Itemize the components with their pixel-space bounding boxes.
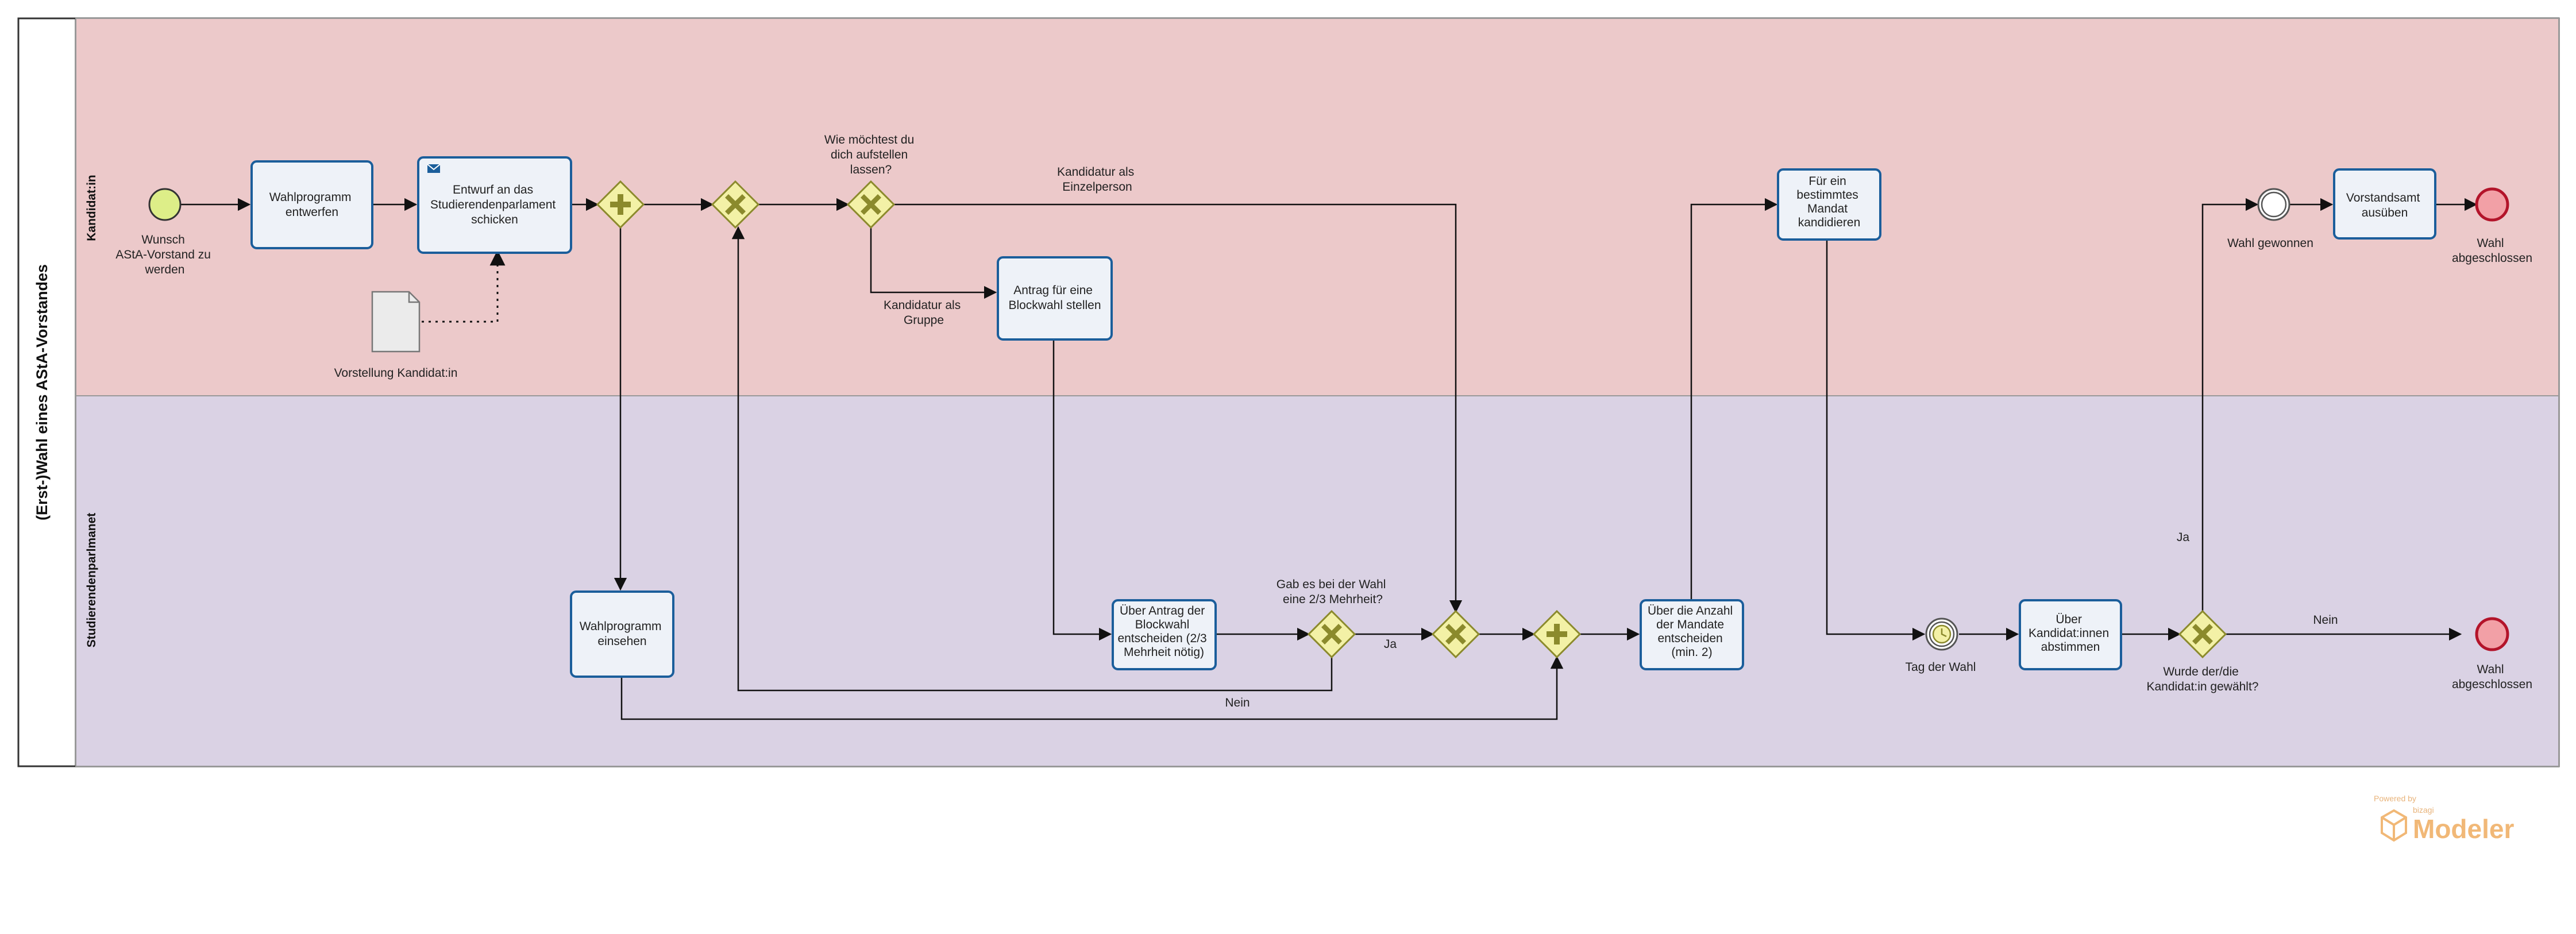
pool-title: (Erst-)Wahl eines AStA-Vorstandes: [33, 264, 51, 520]
gateway-gewaehlt[interactable]: Wurde der/die Kandidat:in gewählt?: [2147, 609, 2259, 693]
x-icon: [725, 194, 746, 215]
x-icon: [1321, 624, 1342, 644]
document-vorstellung[interactable]: Vorstellung Kandidat:in: [334, 291, 458, 380]
plus-icon: [610, 194, 631, 215]
event-wahl-gewonnen[interactable]: Wahl gewonnen: [2227, 188, 2313, 250]
start-event[interactable]: Wunsch AStA-Vorstand zu werden: [115, 188, 214, 276]
gateway-mehrheit-label: Gab es bei der Wahl eine 2/3 Mehrheit?: [1277, 578, 1390, 606]
task-vorstandsamt[interactable]: Vorstandsamt ausüben: [2333, 168, 2436, 240]
gateway-aufstellen-label: Wie möchtest du dich aufstellen lassen?: [824, 133, 917, 176]
cube-logo-icon: [2381, 809, 2407, 842]
document-icon: [371, 291, 421, 353]
task-anzahl-mandate[interactable]: Über die Anzahl der Mandate entscheiden …: [1640, 599, 1744, 670]
svg-text:Für ein bestimmtes: Für ein bestimmtes Mandat kandidieren: [1796, 175, 1861, 229]
bizagi-watermark: Powered by bizagi Modeler: [2371, 792, 2521, 849]
end-event-bottom[interactable]: Wahl abgeschlossen: [2452, 617, 2532, 691]
pool-header: [17, 17, 77, 767]
plus-icon: [1547, 624, 1567, 644]
watermark-powered-by: Powered by: [2374, 794, 2416, 803]
lane-stupa: [75, 395, 2559, 767]
gateway-gewaehlt-label: Wurde der/die Kandidat:in gewählt?: [2147, 665, 2259, 693]
task-abstimmen[interactable]: Über Kandidat:innen abstimmen: [2019, 599, 2122, 670]
event-tag-der-wahl[interactable]: Tag der Wahl: [1906, 617, 1976, 674]
flow-label-einzelperson: Kandidatur als Einzelperson: [1057, 165, 1137, 194]
flow-label-nein-gewaehlt: Nein: [2313, 613, 2338, 627]
sequence-flows: [180, 198, 2478, 720]
x-icon: [2192, 624, 2213, 644]
flow-label-ja-gewaehlt: Ja: [2177, 531, 2190, 544]
end-event-top-label: Wahl abgeschlossen: [2452, 237, 2532, 265]
event-wahl-gewonnen-label: Wahl gewonnen: [2227, 237, 2313, 250]
timer-icon: [1932, 624, 1952, 644]
task-fuer-mandat[interactable]: Für ein bestimmtes Mandat kandidieren: [1777, 168, 1881, 241]
svg-text:Über die Anzahl der Mand: Über die Anzahl der Mandate entscheiden …: [1648, 604, 1736, 659]
gateway-mehrheit[interactable]: Gab es bei der Wahl eine 2/3 Mehrheit?: [1277, 578, 1390, 659]
svg-text:Entwurf an das Studieren: Entwurf an das Studierendenparlament sch…: [430, 183, 559, 226]
task-wahlprogramm-einsehen[interactable]: Wahlprogramm einsehen: [570, 590, 674, 678]
watermark-modeler: Modeler: [2413, 814, 2515, 844]
send-message-icon: [427, 164, 441, 173]
end-event-bottom-label: Wahl abgeschlossen: [2452, 663, 2532, 691]
gateway-parallel-split[interactable]: [596, 180, 645, 229]
document-label: Vorstellung Kandidat:in: [334, 366, 458, 380]
task-ueber-antrag[interactable]: Über Antrag der Blockwahl entscheiden (2…: [1112, 599, 1217, 670]
svg-text:Wahlprogramm entwerfen: Wahlprogramm entwerfen: [269, 191, 355, 219]
svg-text:Antrag für eine Blockwah: Antrag für eine Blockwahl stellen: [1008, 284, 1101, 312]
task-antrag-blockwahl[interactable]: Antrag für eine Blockwahl stellen: [997, 256, 1113, 341]
flow-label-nein-mehrheit: Nein: [1225, 696, 1250, 709]
watermark-brand: bizagi: [2413, 805, 2434, 815]
task-entwurf-schicken[interactable]: Entwurf an das Studierendenparlament sch…: [417, 156, 572, 254]
event-tag-der-wahl-label: Tag der Wahl: [1906, 661, 1976, 674]
gateway-exclusive-merge-bottom[interactable]: [1431, 609, 1480, 659]
x-icon: [1445, 624, 1466, 644]
flow-label-gruppe: Kandidatur als Gruppe: [884, 299, 964, 327]
end-event-top[interactable]: Wahl abgeschlossen: [2452, 187, 2532, 265]
lane-title-kandidat: Kandidat:in: [85, 175, 98, 241]
x-icon: [861, 194, 881, 215]
svg-text:Vorstandsamt ausüben: Vorstandsamt ausüben: [2346, 191, 2423, 219]
flow-label-ja-mehrheit: Ja: [1384, 638, 1397, 651]
svg-text:Über Antrag der Blockwah: Über Antrag der Blockwahl entscheiden (2…: [1117, 604, 1210, 659]
lane-title-stupa: Studierendenparlmanet: [85, 513, 98, 648]
svg-text:Über Kandidat:innen: Über Kandidat:innen abstimmen: [2029, 613, 2112, 654]
gateway-aufstellen[interactable]: Wie möchtest du dich aufstellen lassen?: [824, 133, 917, 229]
gateway-exclusive-merge[interactable]: [711, 180, 760, 229]
svg-text:Wahlprogramm einsehen: Wahlprogramm einsehen: [580, 620, 665, 648]
start-event-label: Wunsch AStA-Vorstand zu werden: [115, 233, 214, 276]
gateway-parallel-join[interactable]: [1532, 609, 1582, 659]
task-wahlprogramm-entwerfen[interactable]: Wahlprogramm entwerfen: [250, 160, 373, 249]
